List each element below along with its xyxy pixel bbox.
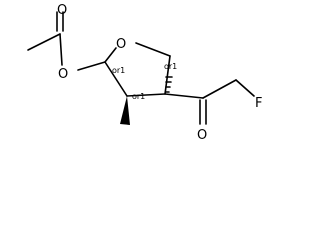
- bond-c2-ring-oxygen: [104, 47, 117, 63]
- bond-c4-c3: [126, 93, 166, 97]
- atom-label-ring-oxygen: O: [116, 37, 126, 52]
- bond-ch2-fluorine: [235, 79, 255, 97]
- methyl-wedge-bond: [120, 96, 130, 125]
- stereo-label-c3: or1: [132, 92, 145, 101]
- atom-label-fluorine: F: [255, 96, 262, 111]
- atom-label-ketone-oxygen: O: [197, 128, 207, 143]
- bond-carbonyl-ester-oxygen: [59, 33, 63, 66]
- bond-c4-ketone-carbon: [164, 93, 204, 99]
- atom-label-acetyl-carbonyl-oxygen: O: [57, 3, 67, 18]
- atom-label-ester-oxygen: O: [58, 67, 68, 82]
- stereo-label-c2: or1: [112, 66, 125, 75]
- bond-ketone-ch2: [202, 79, 237, 99]
- molecule-structure: O O O O F or1 or1 or1: [27, 3, 262, 143]
- bond-methyl-carbonyl: [27, 33, 61, 51]
- bond-ring-oxygen-c5: [135, 42, 171, 57]
- bond-ester-oxygen-c2: [77, 61, 106, 71]
- stereo-label-c4: or1: [164, 62, 177, 71]
- hashed-stereo-bond: [165, 76, 173, 93]
- bond-c3-c2: [104, 61, 128, 97]
